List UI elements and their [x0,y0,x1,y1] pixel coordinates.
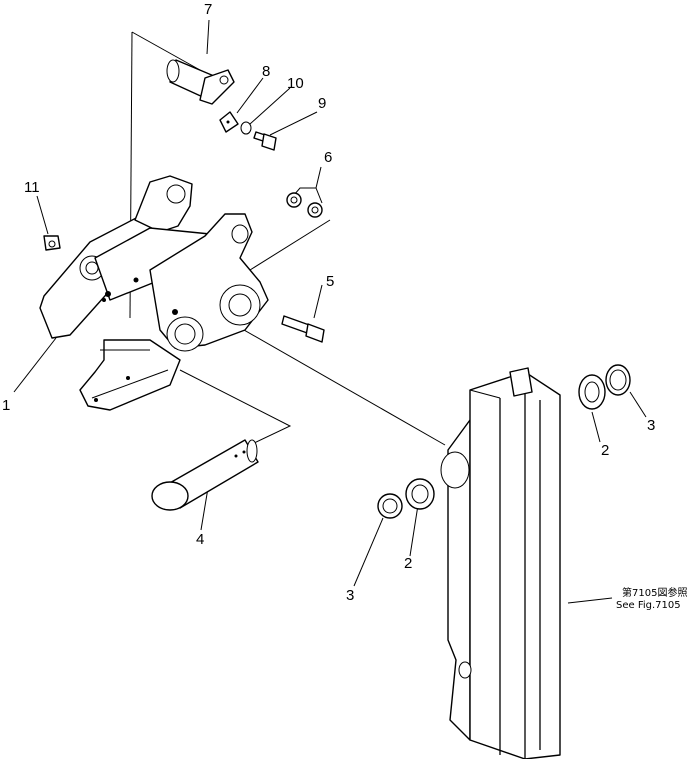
bolt-5 [281,315,325,343]
washer-10 [240,121,252,135]
callout-part-1: 1 [2,397,10,414]
bolt-9 [253,131,277,151]
callout-part-4: 4 [196,531,204,548]
reference-note-japanese: 第7105図参照 [622,586,687,599]
pin-4 [151,439,259,511]
bushing-2-right [578,374,606,410]
callout-part-8: 8 [262,63,270,80]
callout-labels: 1 2 2 3 3 4 5 6 7 8 9 10 11 [2,1,655,604]
callout-part-3a: 3 [647,417,655,434]
callout-part-5: 5 [326,273,334,290]
callout-part-3b: 3 [346,587,354,604]
fitting-11 [43,235,61,251]
bracket-assembly [39,175,269,411]
callout-part-10: 10 [287,75,304,92]
callout-part-2b: 2 [404,555,412,572]
column-post [440,367,561,759]
callout-part-6: 6 [324,149,332,166]
seal-3-right [605,364,631,396]
leader-lines [13,19,647,604]
nuts-6 [286,192,323,218]
reference-note-english: See Fig.7105 [616,600,681,611]
pin-7 [166,59,235,105]
callout-part-9: 9 [318,95,326,112]
plate-8 [219,111,239,133]
callout-part-7: 7 [204,1,212,18]
bushing-2-left [405,478,435,510]
callout-part-11: 11 [24,179,40,196]
seal-3-left [377,493,403,519]
reference-note: 第7105図参照 See Fig.7105 [616,586,687,611]
callout-part-2a: 2 [601,442,609,459]
